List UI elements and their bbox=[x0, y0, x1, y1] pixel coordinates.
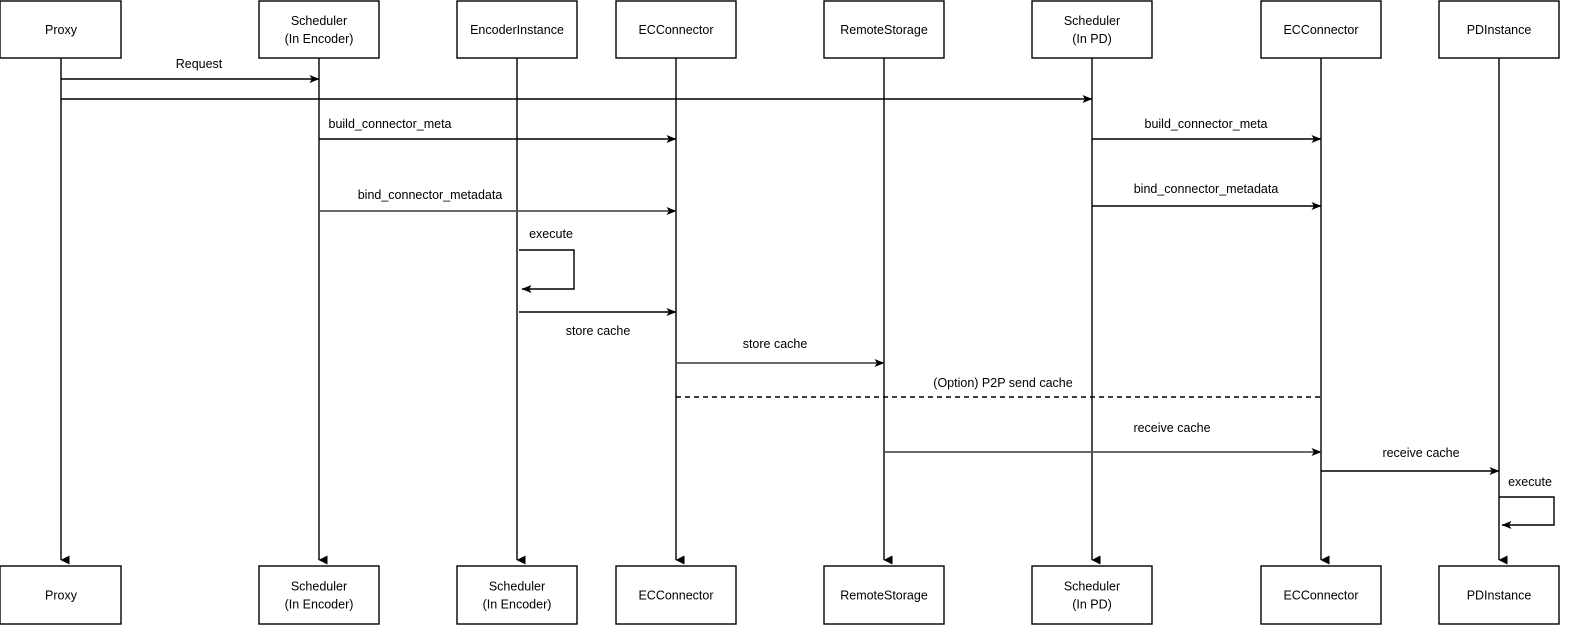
actor-label-line1: Scheduler bbox=[1064, 579, 1120, 593]
actor-box[interactable] bbox=[1260, 0, 1382, 59]
self-message-path bbox=[519, 249, 575, 293]
actor-box[interactable] bbox=[456, 0, 578, 59]
message-m7[interactable]: store cache bbox=[519, 308, 677, 338]
actor-box[interactable] bbox=[0, 565, 122, 625]
actor-label-line2: (In Encoder) bbox=[285, 32, 354, 46]
actor-box[interactable] bbox=[1260, 565, 1382, 625]
actor-header-sched_enc[interactable]: Scheduler (In Encoder) bbox=[258, 0, 380, 59]
actor-footer-ec_conn_2_f[interactable]: ECConnector bbox=[1260, 565, 1382, 625]
self-message-path bbox=[1499, 496, 1555, 529]
actor-footer-sched_pd_f[interactable]: Scheduler (In PD) bbox=[1031, 565, 1153, 625]
actor-label-line1: Scheduler bbox=[489, 579, 545, 593]
actor-label-line1: ECConnector bbox=[638, 588, 713, 602]
actor-header-sched_pd[interactable]: Scheduler (In PD) bbox=[1031, 0, 1153, 59]
actor-label-line2: (In PD) bbox=[1072, 32, 1112, 46]
actor-label-line2: (In PD) bbox=[1072, 597, 1112, 611]
message-label: receive cache bbox=[1133, 421, 1210, 435]
actor-box[interactable] bbox=[1031, 565, 1153, 625]
actor-label-line1: Scheduler bbox=[1064, 14, 1120, 28]
message-label: bind_connector_metadata bbox=[358, 188, 503, 202]
message-label: store cache bbox=[566, 324, 631, 338]
actor-label-line1: RemoteStorage bbox=[840, 588, 928, 602]
message-m9[interactable]: (Option) P2P send cache bbox=[676, 376, 1321, 398]
message-label: store cache bbox=[743, 337, 808, 351]
message-m11[interactable]: receive cache bbox=[1321, 446, 1500, 475]
actor-box[interactable] bbox=[1438, 565, 1560, 625]
actor-label-line1: PDInstance bbox=[1467, 23, 1532, 37]
actor-footer-remote_store_f[interactable]: RemoteStorage bbox=[823, 565, 945, 625]
message-m3[interactable]: build_connector_meta bbox=[319, 117, 677, 143]
actor-box[interactable] bbox=[823, 0, 945, 59]
message-m4[interactable]: build_connector_meta bbox=[1092, 117, 1322, 143]
message-m8[interactable]: store cache bbox=[676, 337, 885, 367]
actor-box[interactable] bbox=[258, 565, 380, 625]
message-label: Request bbox=[176, 57, 223, 71]
self-message-label: execute bbox=[529, 227, 573, 241]
actor-label-line1: Scheduler bbox=[291, 14, 347, 28]
actor-box[interactable] bbox=[258, 0, 380, 59]
actor-label-line1: PDInstance bbox=[1467, 588, 1532, 602]
actor-footer-sched_enc_f[interactable]: Scheduler (In Encoder) bbox=[258, 565, 380, 625]
actor-header-encoder_inst[interactable]: EncoderInstance bbox=[456, 0, 578, 59]
actor-label-line2: (In Encoder) bbox=[285, 597, 354, 611]
self-message-s2[interactable]: execute bbox=[1499, 475, 1555, 529]
actor-label-line1: RemoteStorage bbox=[840, 23, 928, 37]
message-label: bind_connector_metadata bbox=[1134, 182, 1279, 196]
footer-actor-group: Proxy Scheduler (In Encoder) Scheduler (In E… bbox=[0, 565, 1560, 625]
actor-box[interactable] bbox=[0, 0, 122, 59]
actor-box[interactable] bbox=[823, 565, 945, 625]
actor-label-line1: Proxy bbox=[45, 588, 78, 602]
actor-label-line1: ECConnector bbox=[638, 23, 713, 37]
message-m1[interactable]: Request bbox=[61, 57, 320, 83]
self-message-label: execute bbox=[1508, 475, 1552, 489]
actor-box[interactable] bbox=[456, 565, 578, 625]
self-messages-group: execute execute bbox=[519, 227, 1555, 529]
actor-footer-encoder_inst_f[interactable]: Scheduler (In Encoder) bbox=[456, 565, 578, 625]
actor-label-line1: Scheduler bbox=[291, 579, 347, 593]
actor-header-ec_conn_2[interactable]: ECConnector bbox=[1260, 0, 1382, 59]
message-m5[interactable]: bind_connector_metadata bbox=[319, 188, 677, 215]
actor-footer-pd_inst_f[interactable]: PDInstance bbox=[1438, 565, 1560, 625]
actor-box[interactable] bbox=[1438, 0, 1560, 59]
actor-header-ec_conn_1[interactable]: ECConnector bbox=[615, 0, 737, 59]
message-label: (Option) P2P send cache bbox=[933, 376, 1072, 390]
actor-header-proxy[interactable]: Proxy bbox=[0, 0, 122, 59]
message-label: build_connector_meta bbox=[1145, 117, 1268, 131]
lifelines-group bbox=[60, 58, 1508, 565]
header-actor-group: Proxy Scheduler (In Encoder) EncoderInstanc… bbox=[0, 0, 1560, 59]
message-label: receive cache bbox=[1382, 446, 1459, 460]
actor-footer-ec_conn_1_f[interactable]: ECConnector bbox=[615, 565, 737, 625]
actor-header-remote_store[interactable]: RemoteStorage bbox=[823, 0, 945, 59]
actor-footer-proxy_f[interactable]: Proxy bbox=[0, 565, 122, 625]
message-label: build_connector_meta bbox=[329, 117, 452, 131]
actor-header-pd_inst[interactable]: PDInstance bbox=[1438, 0, 1560, 59]
actor-box[interactable] bbox=[615, 565, 737, 625]
actor-label-line2: (In Encoder) bbox=[483, 597, 552, 611]
actor-label-line1: ECConnector bbox=[1283, 23, 1358, 37]
actor-label-line1: EncoderInstance bbox=[470, 23, 564, 37]
actor-box[interactable] bbox=[1031, 0, 1153, 59]
actor-label-line1: ECConnector bbox=[1283, 588, 1358, 602]
message-m6[interactable]: bind_connector_metadata bbox=[1092, 182, 1322, 210]
actor-label-line1: Proxy bbox=[45, 23, 78, 37]
self-message-s1[interactable]: execute bbox=[519, 227, 575, 293]
messages-group: Request build_connector_meta build_connect… bbox=[61, 57, 1500, 475]
message-m10[interactable]: receive cache bbox=[884, 421, 1322, 456]
